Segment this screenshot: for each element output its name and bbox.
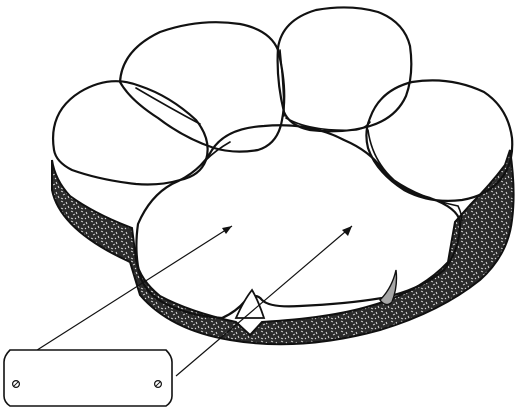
- pad-base-layer: [52, 150, 514, 344]
- arrowhead-right: [342, 226, 352, 236]
- heel-pad: [136, 125, 460, 318]
- toe-upper-right: [278, 7, 412, 131]
- seam-center: [280, 50, 370, 130]
- slotted-screw-icon: [155, 381, 162, 388]
- leader-line-right: [176, 226, 352, 376]
- label-plate-body: [4, 350, 172, 406]
- label-plate: [4, 350, 172, 406]
- seam-right: [368, 130, 462, 222]
- slotted-screw-icon: [13, 381, 20, 388]
- arrowhead-left: [222, 226, 232, 234]
